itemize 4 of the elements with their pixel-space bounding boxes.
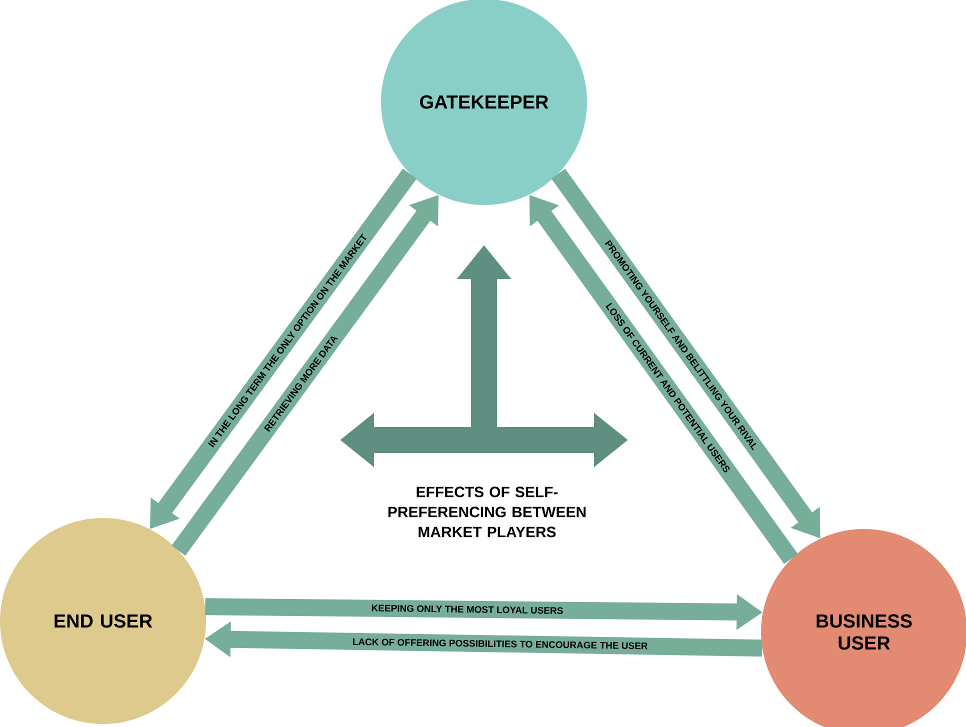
edge-label: LACK OF OFFERING POSSIBILITIES TO ENCOURAGE THE USER [353, 638, 648, 650]
caption-text: EFFECTS OF SELF-PREFERENCING BETWEEN MARKET PLAYERS [388, 486, 586, 538]
edge-label: KEEPING ONLY THE MOST LOYAL USERS [372, 604, 563, 614]
circle-node: END USER [0, 518, 206, 724]
